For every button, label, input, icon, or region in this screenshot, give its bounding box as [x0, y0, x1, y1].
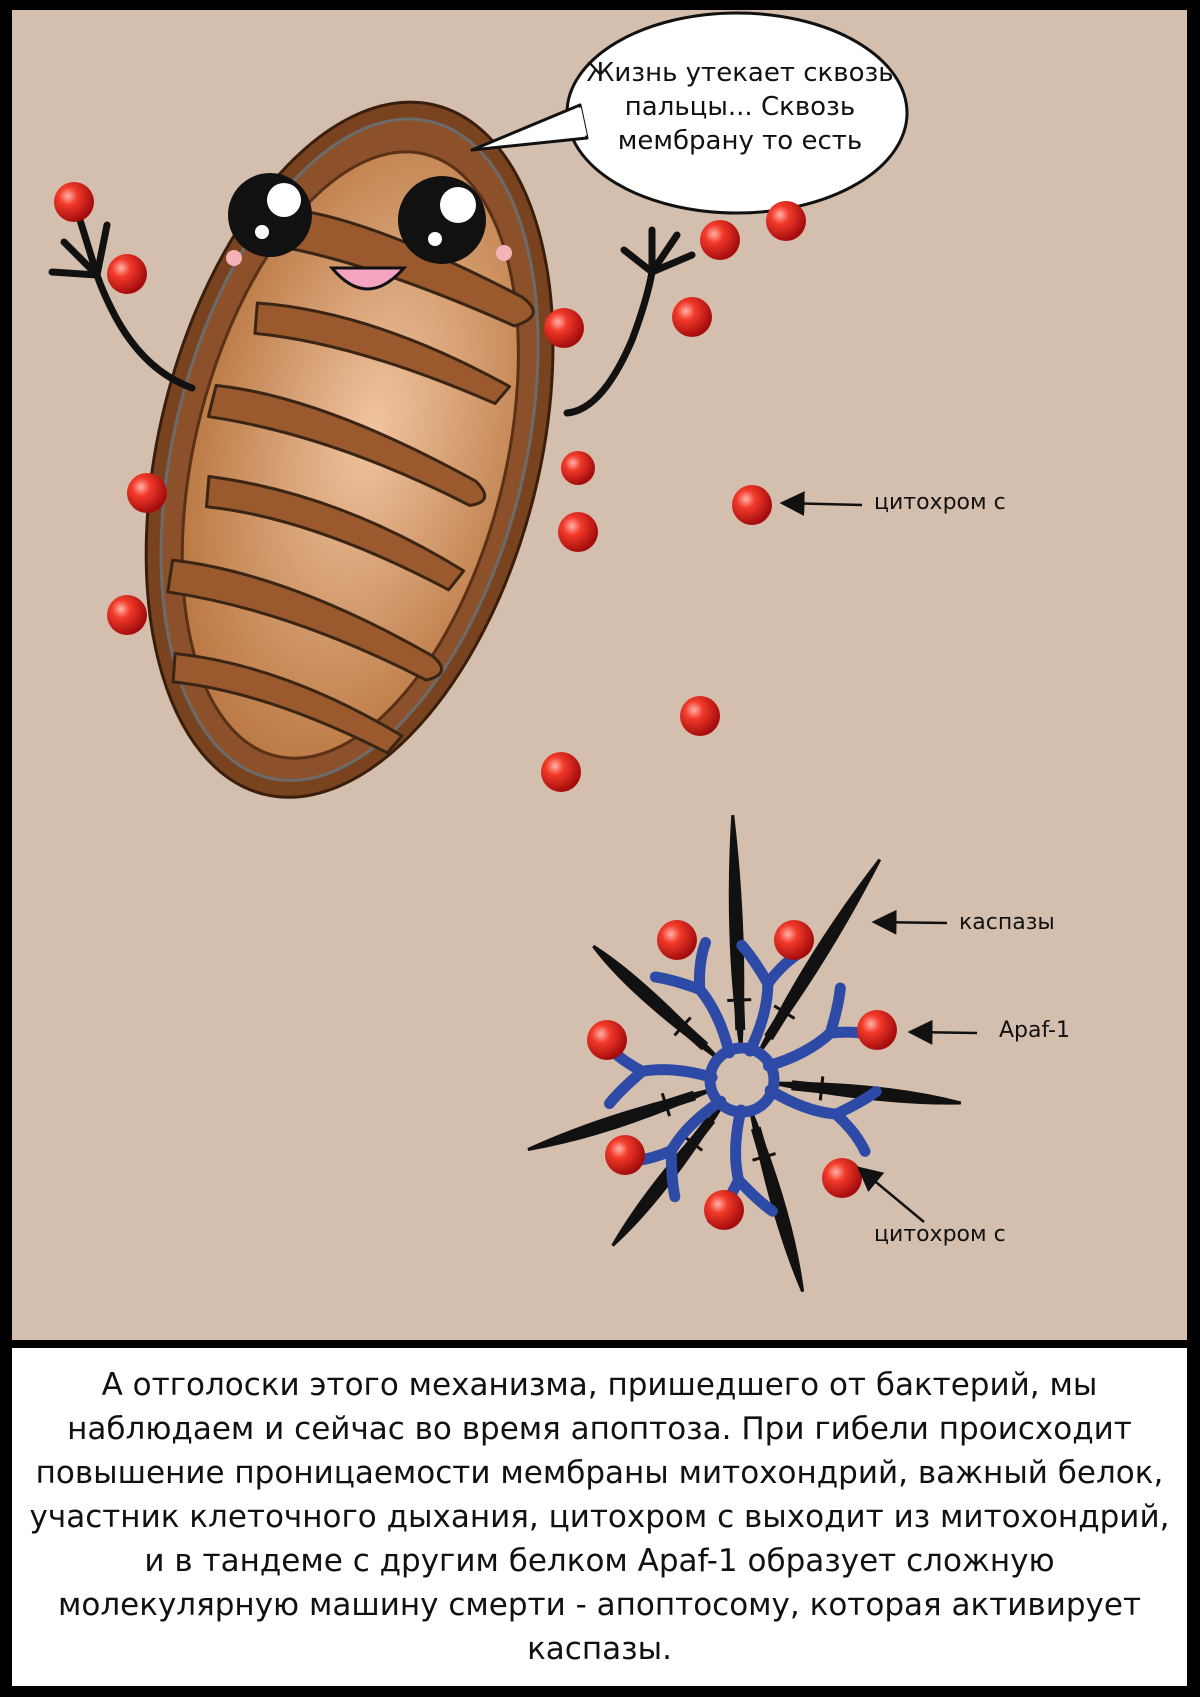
label-cytochrome-c-top: цитохром с	[874, 490, 1006, 515]
caption-text: А отголоски этого механизма, пришедшего …	[29, 1367, 1170, 1667]
mitochondrion	[144, 100, 555, 799]
label-caspases: каспазы	[959, 910, 1055, 935]
mitochondrion-arms	[48, 216, 696, 417]
cytochrome-c-molecules	[54, 182, 806, 792]
bound-cytochrome-c	[587, 920, 897, 1230]
label-cytochrome-c-bottom: цитохром с	[874, 1222, 1006, 1247]
illustration	[48, 11, 978, 1293]
caption-box: А отголоски этого механизма, пришедшего …	[12, 1348, 1187, 1686]
comic-panel: Жизнь утекает сквозь пальцы... Сквозь ме…	[12, 10, 1187, 1340]
speech-bubble-shape	[470, 11, 909, 215]
label-apaf-1: Apaf-1	[999, 1018, 1070, 1043]
label-arrows	[779, 491, 978, 1223]
speech-bubble-text: Жизнь утекает сквозь пальцы... Сквозь ме…	[586, 58, 894, 156]
apoptosome	[527, 814, 962, 1293]
mitochondrion-face	[226, 173, 512, 291]
apaf-1-arms	[599, 937, 883, 1225]
caspase-blades	[527, 814, 962, 1293]
